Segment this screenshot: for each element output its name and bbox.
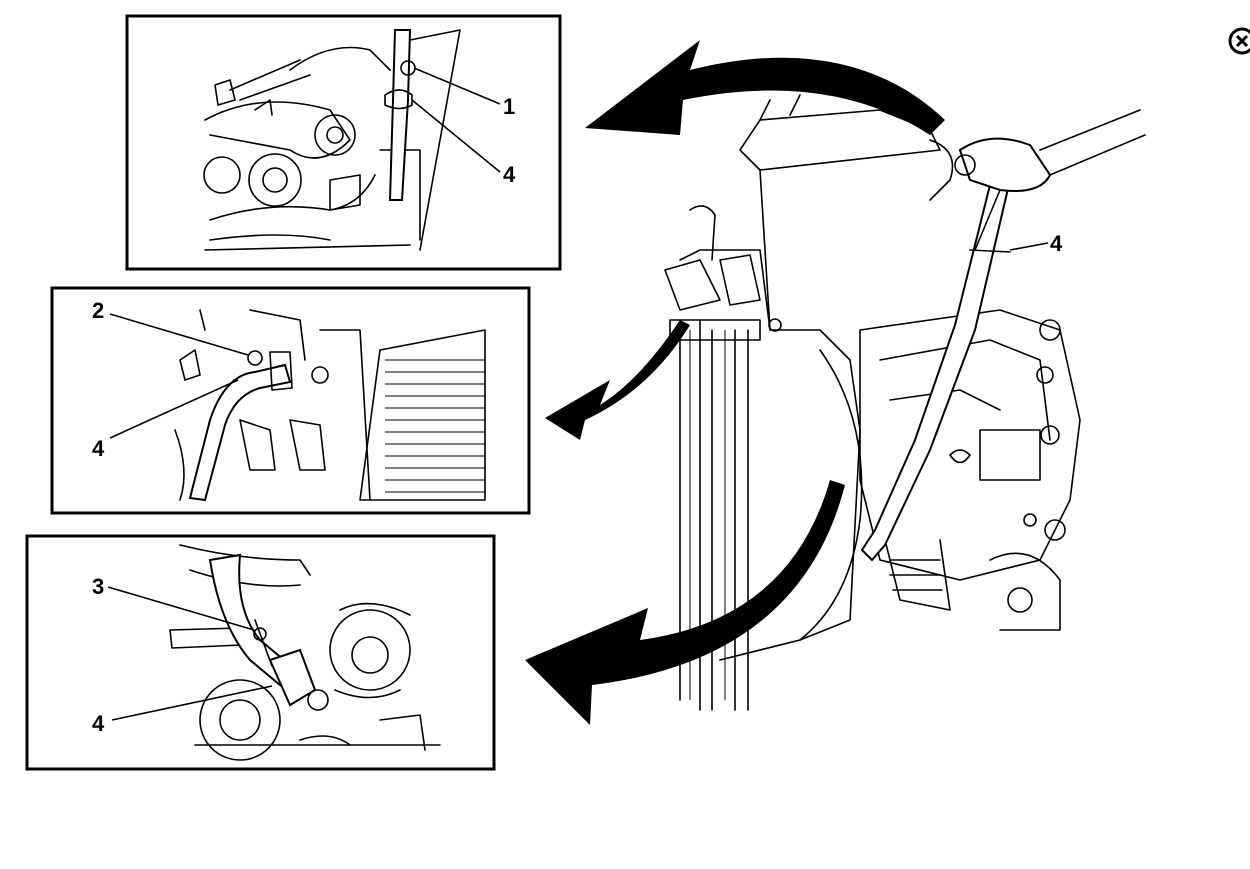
callout-top-4: 4	[503, 162, 516, 187]
inset-top-artwork	[203, 29, 461, 251]
hose-main-view	[860, 109, 1146, 562]
inset-middle: 2 4	[50, 286, 531, 515]
inset-top: 1 4	[125, 14, 562, 271]
callout-middle-4: 4	[92, 436, 105, 461]
direction-arrows	[525, 40, 945, 725]
callout-bottom-4: 4	[92, 711, 105, 736]
main-engine-view: 4	[664, 94, 1146, 711]
engine-block	[759, 94, 1081, 631]
arrow-to-middle-inset	[545, 320, 690, 440]
callout-main-4: 4	[1050, 231, 1063, 256]
close-circle-icon[interactable]	[1226, 24, 1250, 58]
arrow-to-bottom-inset	[525, 480, 845, 725]
inset-bottom: 3 4	[25, 534, 496, 771]
callout-top-1: 1	[503, 94, 515, 119]
callout-bottom-3: 3	[92, 574, 104, 599]
inset-middle-artwork	[174, 309, 486, 501]
callout-middle-2: 2	[92, 298, 104, 323]
arrow-to-top-inset	[585, 40, 945, 135]
